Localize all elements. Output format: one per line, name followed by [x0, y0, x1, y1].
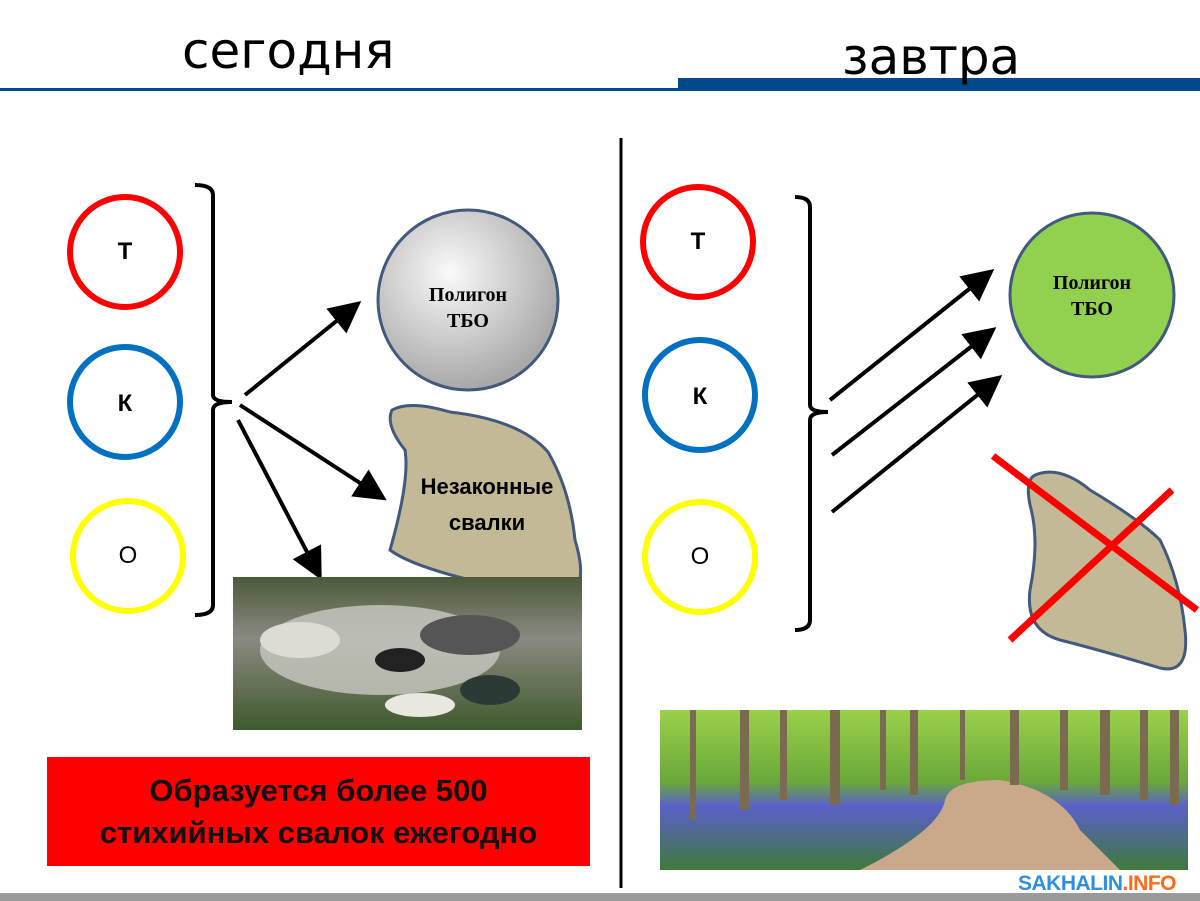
landfill-left-line1: Полигон [428, 284, 508, 306]
header-line [0, 88, 1200, 91]
header-bar [678, 78, 1200, 88]
watermark-part1: SAKHALIN [1018, 872, 1123, 895]
dump-blob-crossed [1026, 470, 1188, 671]
circle-o-left-label: О [118, 542, 138, 569]
landfill-right-line2: ТБО [1071, 298, 1113, 320]
arrow-to-dumps [238, 403, 387, 501]
arrow-right-2 [830, 327, 997, 457]
arrow-to-forest [236, 419, 322, 581]
trash-photo [233, 577, 582, 730]
landfill-left-line2: ТБО [447, 310, 489, 332]
forest-photo [660, 710, 1188, 870]
watermark-part2: .INFO [1122, 872, 1177, 895]
circle-k-left [67, 344, 183, 460]
bracket-left [194, 183, 233, 617]
circle-t-right-label: Т [690, 228, 706, 255]
landfill-circle-right [1008, 211, 1176, 379]
circle-k-right-label: К [692, 383, 708, 410]
title-tomorrow: завтра [842, 28, 1021, 86]
landfill-circle-left [376, 208, 560, 392]
cross-icon-line2 [1007, 487, 1175, 643]
banner-illegal-dumps: Образуется более 500 стихийных свалок еж… [47, 757, 590, 866]
circle-k-right [642, 337, 758, 453]
banner-line1: Образуется более 500 [149, 772, 488, 808]
circle-t-left [67, 194, 183, 310]
landfill-right-line1: Полигон [1052, 272, 1132, 294]
title-today: сегодня [182, 22, 395, 80]
arrow-right-1 [828, 269, 995, 402]
bracket-right [794, 195, 829, 632]
circle-o-right-label: О [690, 543, 710, 570]
circle-k-left-label: К [117, 390, 133, 417]
circle-o-right [642, 499, 758, 615]
cross-icon-line1 [990, 453, 1200, 613]
circle-t-right [640, 184, 756, 300]
banner-line2: стихийных свалок ежегодно [99, 814, 538, 850]
arrow-to-landfill [243, 300, 362, 397]
dumps-line1: Незаконные [420, 474, 554, 499]
circle-o-left [70, 498, 186, 614]
watermark: SAKHALIN.INFO [1018, 872, 1176, 896]
dumps-line2: свалки [448, 510, 526, 535]
arrow-right-3 [830, 374, 1003, 514]
dumps-label: Незаконные свалки [421, 469, 554, 541]
circle-t-left-label: Т [117, 238, 133, 265]
bottom-shadow [0, 893, 1200, 901]
